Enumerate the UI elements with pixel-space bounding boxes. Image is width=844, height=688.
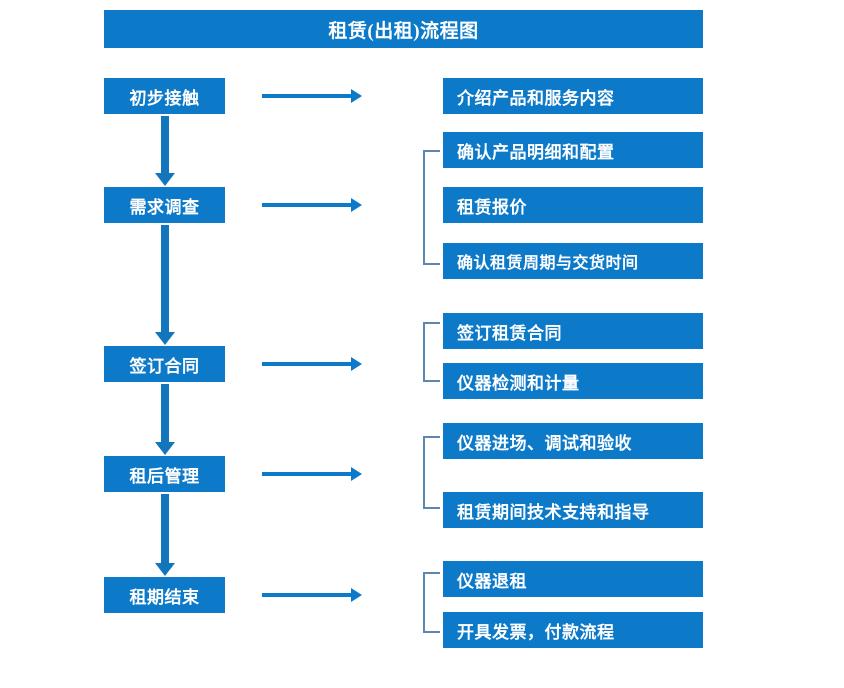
stage-box-2[interactable]: 需求调查 <box>104 187 225 223</box>
stage-box-1[interactable]: 初步接触 <box>104 78 225 114</box>
detail-box-2-1[interactable]: 确认产品明细和配置 <box>443 132 703 168</box>
horizontal-arrow-2 <box>262 198 362 212</box>
vertical-arrow-2-to-3 <box>155 225 175 345</box>
stage-box-4[interactable]: 租后管理 <box>104 456 225 492</box>
detail-box-1-1[interactable]: 介绍产品和服务内容 <box>443 78 703 114</box>
detail-box-4-2[interactable]: 租赁期间技术支持和指导 <box>443 492 703 528</box>
group-bracket-5 <box>423 572 440 633</box>
detail-box-3-1[interactable]: 签订租赁合同 <box>443 313 703 349</box>
horizontal-arrow-5 <box>262 588 362 602</box>
group-bracket-4 <box>423 436 440 509</box>
group-bracket-2 <box>423 150 440 265</box>
vertical-arrow-1-to-2 <box>155 116 175 186</box>
stage-box-5[interactable]: 租期结束 <box>104 577 225 613</box>
vertical-arrow-4-to-5 <box>155 494 175 576</box>
detail-box-3-2[interactable]: 仪器检测和计量 <box>443 363 703 399</box>
horizontal-arrow-1 <box>262 89 362 103</box>
detail-box-2-3[interactable]: 确认租赁周期与交货时间 <box>443 243 703 279</box>
diagram-title: 租赁(出租)流程图 <box>104 10 703 48</box>
horizontal-arrow-4 <box>262 467 362 481</box>
detail-box-5-2[interactable]: 开具发票，付款流程 <box>443 612 703 648</box>
group-bracket-3 <box>423 322 440 382</box>
detail-box-5-1[interactable]: 仪器退租 <box>443 561 703 597</box>
detail-box-4-1[interactable]: 仪器进场、调试和验收 <box>443 423 703 459</box>
stage-box-3[interactable]: 签订合同 <box>104 346 225 382</box>
detail-box-2-2[interactable]: 租赁报价 <box>443 187 703 223</box>
horizontal-arrow-3 <box>262 357 362 371</box>
vertical-arrow-3-to-4 <box>155 384 175 455</box>
